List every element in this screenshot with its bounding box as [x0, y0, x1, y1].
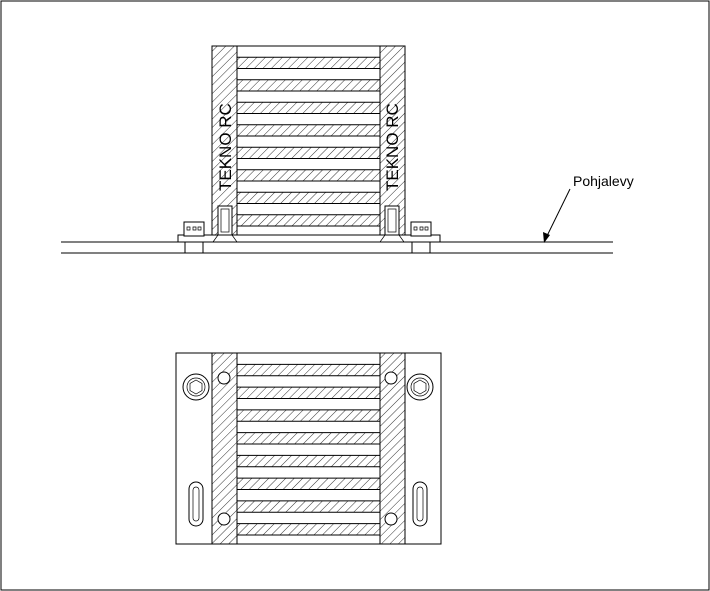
left-inner-screw-core [220, 208, 230, 233]
side-slat [236, 214, 381, 227]
side-view: TEKNO RC TEKNO RC Pohjalevy [61, 45, 634, 254]
top-view-right-post [379, 352, 406, 545]
brand-text-left: TEKNO RC [216, 103, 235, 191]
side-slat [236, 146, 381, 159]
top-view [175, 352, 442, 545]
side-slat [236, 56, 381, 69]
corner-hole-top-right [384, 371, 398, 385]
top-slat [236, 523, 381, 536]
side-slat [236, 169, 381, 182]
right-countersink [379, 234, 405, 243]
left-hex-bolt [182, 373, 210, 401]
right-bolt-head [410, 221, 432, 237]
side-slat [236, 124, 381, 137]
top-view-slats [236, 352, 381, 536]
left-bolt-nut [184, 241, 204, 254]
side-slat [236, 79, 381, 92]
right-bolt [410, 221, 432, 254]
top-slat [236, 363, 381, 377]
side-slats [236, 45, 381, 227]
top-slat [236, 386, 381, 399]
side-slat [236, 101, 381, 114]
top-slat [236, 409, 381, 422]
corner-hole-bottom-left [217, 512, 231, 526]
corner-hole-top-left [217, 371, 231, 385]
top-slat [236, 500, 381, 513]
left-bolt-head [183, 221, 205, 237]
callout-label: Pohjalevy [573, 173, 634, 189]
top-slat [236, 432, 381, 445]
right-bolt-hex-socket [413, 379, 427, 395]
top-slat [236, 477, 381, 490]
left-bolt-head-ring [186, 377, 206, 397]
right-bolt-head-ring [410, 377, 430, 397]
top-view-left-post [211, 352, 238, 545]
right-bolt-nut [411, 241, 431, 254]
left-bolt [183, 221, 205, 254]
right-slot-inner [416, 486, 424, 522]
left-countersink [212, 234, 238, 243]
top-slat [236, 454, 381, 468]
brand-text-right: TEKNO RC [383, 103, 402, 191]
left-bolt-hex-socket [189, 379, 203, 395]
right-bolt-knurl [413, 226, 429, 231]
side-slat [236, 191, 381, 204]
right-inner-screw-core [387, 208, 397, 233]
right-inner-screw [384, 205, 400, 236]
left-slot-inner [192, 486, 200, 522]
right-hex-bolt [406, 373, 434, 401]
callout-leader-line [545, 188, 571, 239]
left-adjustment-slot [188, 481, 204, 527]
corner-hole-bottom-right [384, 512, 398, 526]
left-inner-screw [217, 205, 233, 236]
holder-bracket-plate [177, 234, 441, 243]
left-bolt-knurl [186, 226, 202, 231]
right-adjustment-slot [412, 481, 428, 527]
callout-arrowhead [543, 232, 550, 243]
left-side-post [211, 45, 238, 236]
